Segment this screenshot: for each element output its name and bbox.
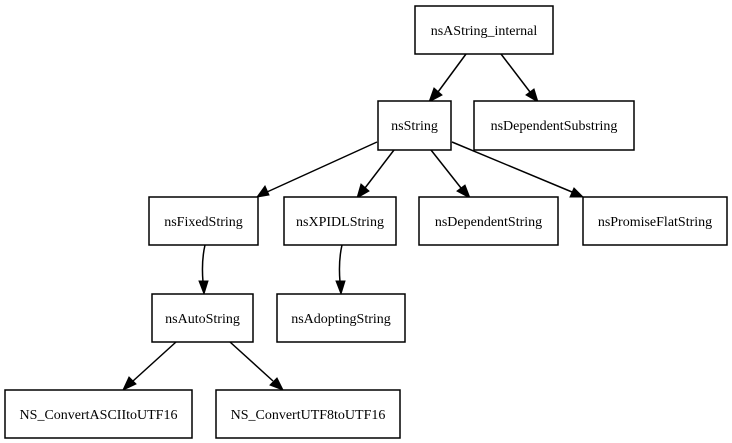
node-nsadoptingstring: nsAdoptingString <box>276 293 406 343</box>
edges <box>121 53 585 392</box>
node-label: nsDependentSubstring <box>491 119 618 134</box>
node-label: nsPromiseFlatString <box>598 215 712 230</box>
edge-nsastring_internal-to-nsdependentsubstring <box>500 53 539 104</box>
edge-nsstring-to-nsfixedstring <box>255 141 378 198</box>
node-label: nsXPIDLString <box>296 215 384 230</box>
node-nsastring_internal: nsAString_internal <box>414 5 554 55</box>
edge-nsautostring-to-ns_convertasciitoutf16 <box>121 341 177 392</box>
node-nsdependentsubstring: nsDependentSubstring <box>473 100 635 151</box>
node-ns_convertutf8toutf16: NS_ConvertUTF8toUTF16 <box>215 389 401 439</box>
edge-nsfixedstring-to-nsautostring <box>198 244 209 296</box>
node-label: nsFixedString <box>164 215 243 230</box>
node-label: nsAdoptingString <box>291 312 391 327</box>
edge-nsstring-to-nspromiseflatstring <box>451 141 585 198</box>
node-label: NS_ConvertASCIItoUTF16 <box>20 408 178 423</box>
node-ns_convertasciitoutf16: NS_ConvertASCIItoUTF16 <box>4 389 193 439</box>
node-nsautostring: nsAutoString <box>151 293 254 343</box>
node-nsdependentstring: nsDependentString <box>418 196 559 246</box>
node-label: nsString <box>391 119 438 134</box>
edge-nsautostring-to-ns_convertutf8toutf16 <box>229 341 285 391</box>
node-label: nsAutoString <box>165 312 240 327</box>
edge-nsstring-to-nsdependentstring <box>430 149 471 200</box>
node-nsfixedstring: nsFixedString <box>148 196 259 246</box>
node-nsxpidlstring: nsXPIDLString <box>283 196 397 246</box>
edge-nsxpidlstring-to-nsadoptingstring <box>335 244 346 296</box>
node-nspromiseflatstring: nsPromiseFlatString <box>582 196 728 246</box>
node-label: nsDependentString <box>435 215 542 230</box>
edge-nsstring-to-nsxpidlstring <box>356 149 395 200</box>
node-nsstring: nsString <box>377 100 452 151</box>
node-label: NS_ConvertUTF8toUTF16 <box>231 408 386 423</box>
nodes: nsAString_internal nsString nsDependentS… <box>4 5 728 439</box>
edge-nsastring_internal-to-nsstring <box>428 53 467 104</box>
node-label: nsAString_internal <box>431 24 538 39</box>
